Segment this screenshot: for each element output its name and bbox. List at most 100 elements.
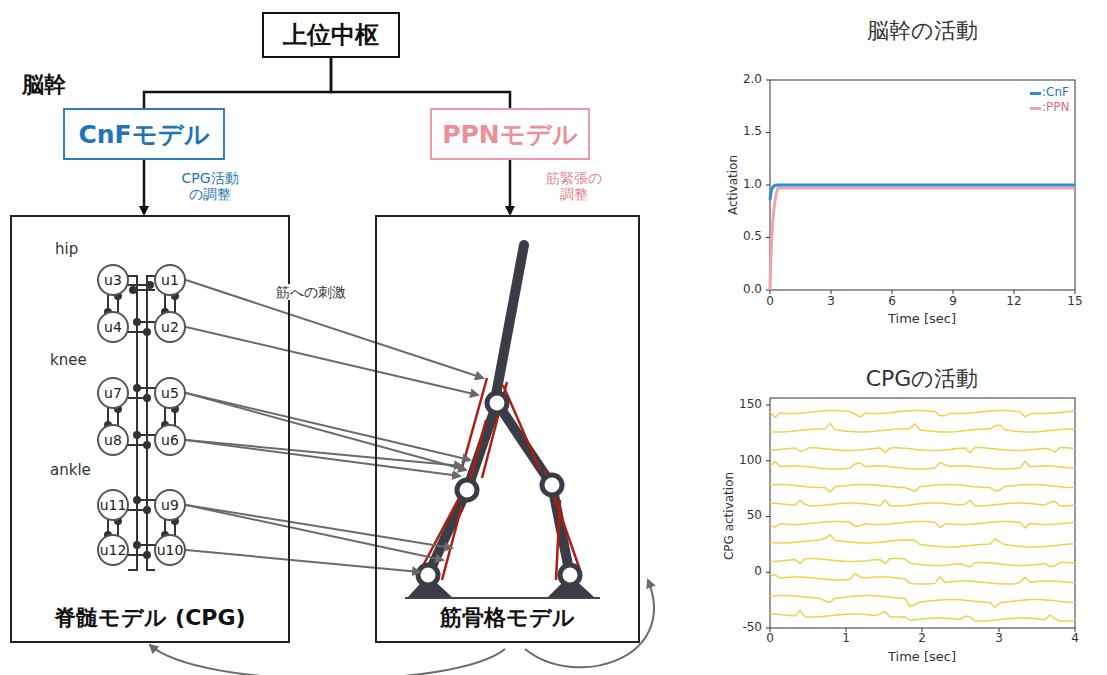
region-label: knee [50,352,87,369]
neuron-circle: u1 [154,264,186,296]
stimulus-arrow [186,440,462,466]
chart-text: Activation [727,155,741,215]
chart-text: 0.5 [743,230,762,244]
neuron-label: u3 [104,272,122,288]
cpg-trace [770,611,1075,622]
model-panel: 筋骨格モデル [375,215,640,643]
cpg-trace [770,574,1075,585]
chart-text: 4 [1071,632,1079,646]
chart-text: 6 [888,295,896,309]
region-label: ankle [50,462,91,479]
neuron-label: u2 [161,319,179,335]
cpg-wiring [105,276,178,570]
stimulus-arrow [186,393,470,460]
neuron-label: u8 [104,432,122,448]
chart-text: 0 [766,632,774,646]
box-label: CnFモデル [78,118,209,151]
neuron-label: u10 [157,542,184,558]
cpg-trace [770,559,1075,567]
model-box: 上位中枢 [262,12,400,58]
edge-label: 筋緊張の 調整 [540,170,608,202]
chart-text: Time [sec] [888,312,956,327]
edge-label: CPG活動 の調整 [176,170,244,202]
neuron-circle: u9 [154,489,186,521]
neuron-circle: u3 [97,264,129,296]
chart-text: 2 [918,632,926,646]
chart-text: -50 [742,621,762,635]
legend-text: :PPN [1042,101,1070,115]
control-arrow [144,58,331,108]
neuron-label: u12 [100,542,127,558]
neuron-circle: u10 [154,534,186,566]
stimulus-arrow [186,280,483,378]
neuron-circle: u5 [154,377,186,409]
cpg-trace [770,535,1075,547]
chart-text: 1.0 [743,178,762,192]
neuron-label: u4 [104,319,122,335]
chart-text: 1.5 [743,125,762,139]
chart-text: 2.0 [743,73,762,87]
region-label: hip [55,241,78,258]
neuron-label: u5 [161,385,179,401]
cpg-chart [766,398,1075,632]
chart-text: 0 [766,295,774,309]
neuron-circle: u4 [97,311,129,343]
neuron-label: u9 [161,497,179,513]
box-label: 脊髄モデル (CPG) [54,603,245,633]
legend-swatch [1030,92,1041,95]
control-arrow [143,160,146,214]
cpg-trace [770,485,1075,493]
chart-text: 50 [747,509,762,523]
chart-text: 150 [739,398,762,412]
neuron-circle: u2 [154,311,186,343]
neuron-circle: u8 [97,424,129,456]
chart-text: 15 [1067,295,1082,309]
legend-text: :CnF [1042,86,1069,100]
box-label: PPNモデル [442,118,578,151]
box-label: 筋骨格モデル [440,603,575,633]
chart-text: CPG activation [723,472,737,560]
brainstem-chart [766,80,1075,294]
cpg-trace [770,423,1075,432]
chart-text: Time [sec] [888,650,956,665]
box-label: 上位中枢 [283,19,379,51]
chart-text: 0.0 [743,283,762,297]
region-label: 脳幹 [22,72,66,97]
chart-text: 3 [827,295,835,309]
stimulus-arrow [186,505,452,548]
model-panel: 脊髄モデル (CPG) u3 u1 u4 u2 u7 u5 u8 u6 u11 u9 u12 u10 [10,215,290,643]
chart-text: 1 [842,632,850,646]
stimulus-arrow [186,327,478,395]
model-box: CnFモデル [63,108,225,160]
edge-label: 筋への刺激 [274,284,348,300]
cpg-trace [770,500,1075,506]
cpg-trace [770,522,1075,528]
cpg-trace [770,411,1075,418]
neuron-label: u11 [100,497,127,513]
chart-text: 脳幹の活動 [867,18,978,43]
legend-swatch [1030,107,1041,110]
chart-text: 0 [754,565,762,579]
cpg-trace [770,462,1075,470]
neuron-circle: u12 [97,534,129,566]
cpg-trace [770,448,1075,453]
stimulus-arrow [186,440,460,476]
control-arrow [509,160,512,214]
chart-text: 12 [1006,295,1021,309]
chart-text: 3 [995,632,1003,646]
neuron-circle: u11 [97,489,129,521]
neuron-label: u6 [161,432,179,448]
cpg-trace [770,596,1075,608]
chart-text: CPGの活動 [866,366,979,391]
neuron-circle: u6 [154,424,186,456]
stimulus-arrow [150,645,505,675]
neuron-label: u7 [104,385,122,401]
stimulus-arrow [186,505,443,560]
neuron-circle: u7 [97,377,129,409]
chart-text: 9 [949,295,957,309]
neuron-label: u1 [161,272,179,288]
stimulus-arrow [186,550,420,572]
chart-text: 100 [739,454,762,468]
control-arrow [331,58,510,108]
model-box: PPNモデル [430,108,590,160]
